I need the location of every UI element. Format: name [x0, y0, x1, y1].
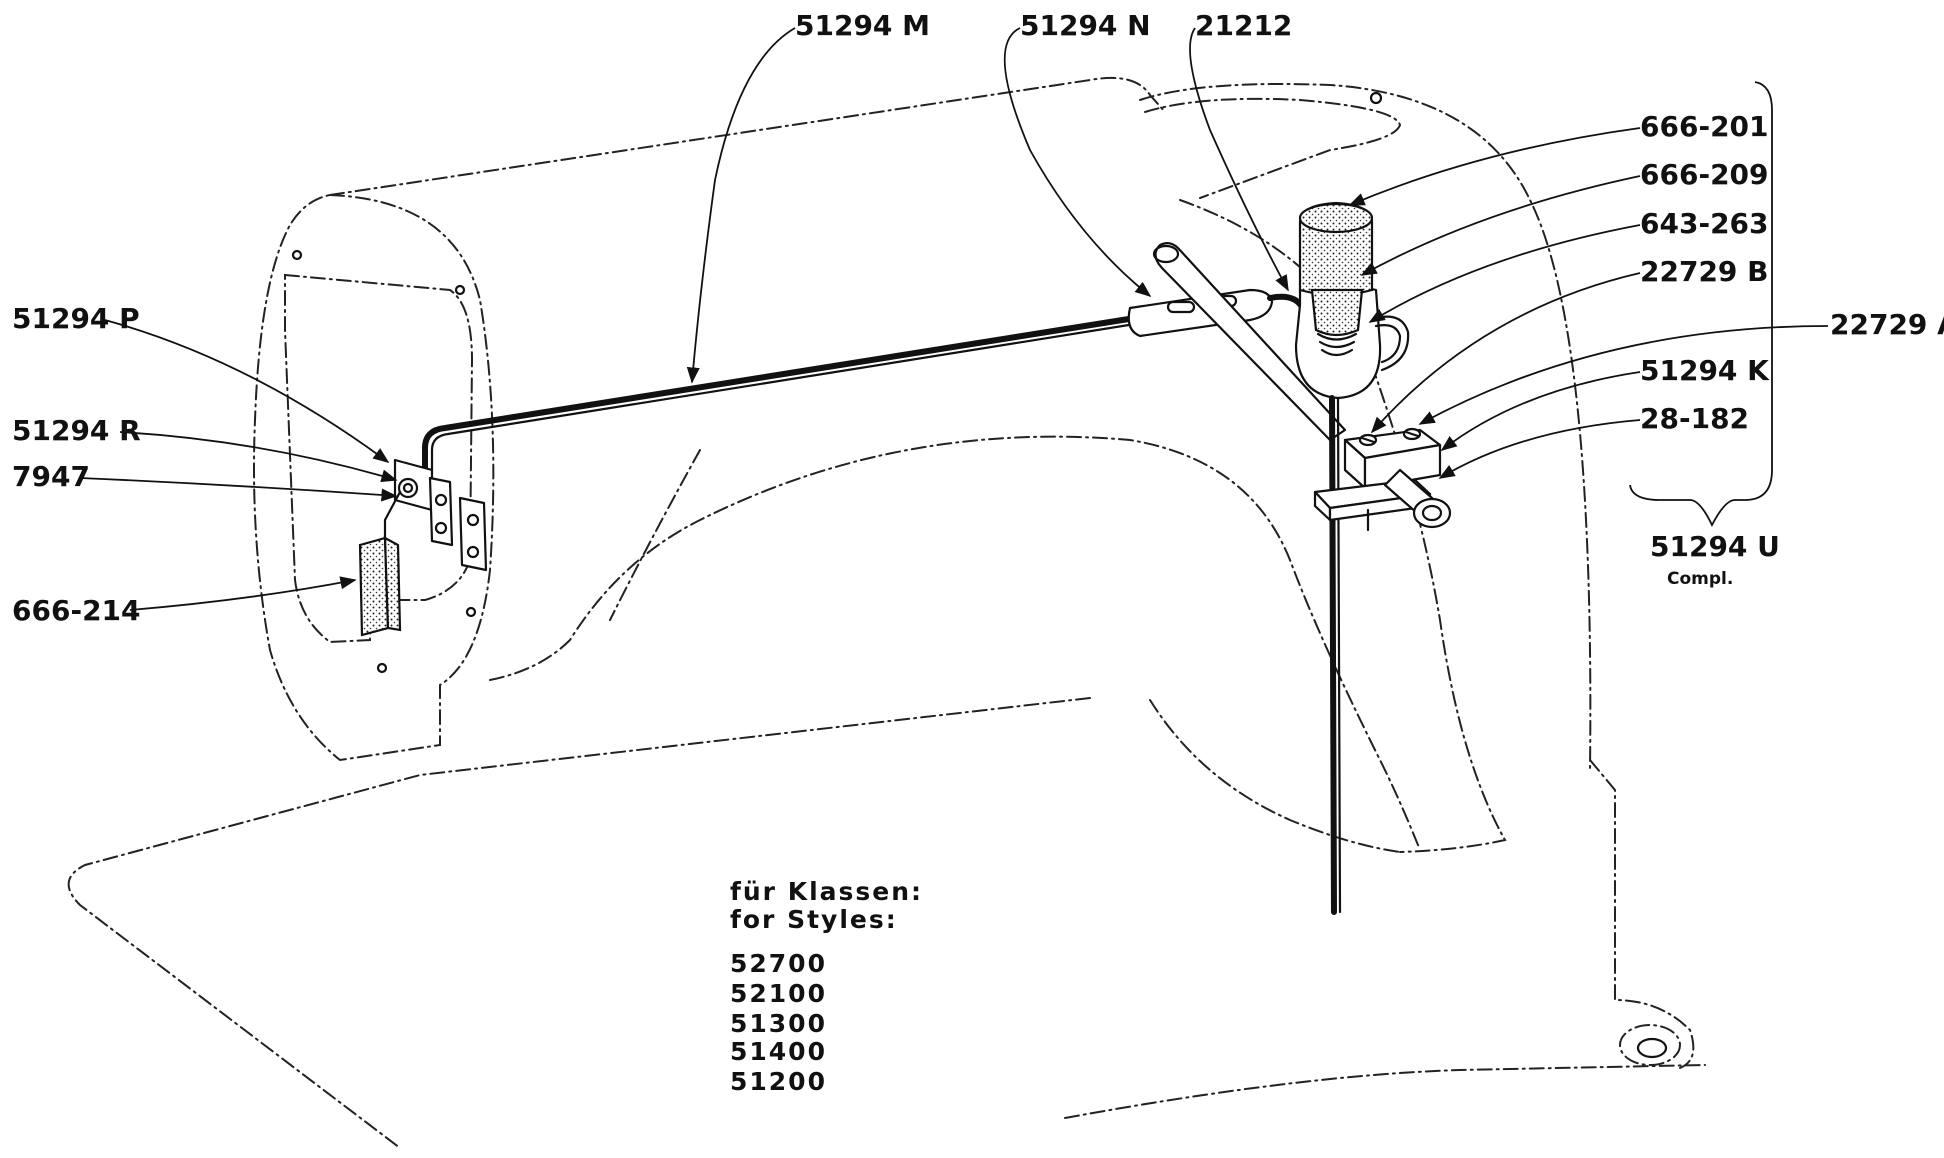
long-oil-tube: [422, 315, 1138, 473]
arm-underside-2: [609, 449, 701, 621]
faceplate-screw-2: [454, 284, 466, 296]
vertical-rod-edge: [1336, 396, 1342, 914]
label-51294N: 51294 N: [1020, 9, 1151, 42]
styles-heading-en: for Styles:: [730, 905, 898, 934]
leader-51294K: [1440, 371, 1641, 451]
label-28-182: 28-182: [1640, 402, 1749, 435]
vertical-rod: [1329, 395, 1337, 915]
pillar-outline: [1589, 759, 1695, 1069]
oil-cover-screw: [1369, 91, 1383, 105]
label-51294K: 51294 K: [1640, 354, 1770, 387]
label-51294M: 51294 M: [795, 9, 930, 42]
leader-22729B: [1370, 272, 1641, 434]
style-number: 51400: [730, 1037, 827, 1066]
second-plate-hole-1: [466, 513, 480, 527]
base-hole-inner: [1636, 1037, 1668, 1059]
guide-bar-end: [1152, 244, 1180, 264]
style-number: 52700: [730, 949, 827, 978]
second-plate: [458, 496, 488, 572]
leader-666-201: [1348, 127, 1641, 206]
head-faceplate-inner: [284, 273, 474, 644]
faceplate-screw-3: [465, 606, 477, 618]
faceplate-screw-4: [376, 662, 388, 674]
wick-spring: [1316, 332, 1358, 357]
sleeve-end: [1412, 497, 1452, 529]
styles-note: für Klassen: for Styles: 52700 52100 513…: [730, 877, 923, 1096]
base-hole: [1619, 1024, 1681, 1066]
left-bracket-plate: [428, 476, 454, 547]
arm-underside: [489, 435, 1421, 851]
oil-cup-handle: [1374, 315, 1410, 372]
label-assembly-number: 51294 U: [1650, 530, 1780, 563]
style-number: 51200: [730, 1067, 827, 1096]
leader-643-263: [1368, 224, 1641, 323]
felt-pad-side: [383, 536, 402, 632]
clamp-screw-b-slot: [1360, 436, 1376, 444]
arm-top-right-outline: [1139, 83, 1592, 771]
bracket-nut: [402, 482, 414, 494]
wick-felt-inner: [1310, 288, 1364, 337]
label-51294P: 51294 P: [12, 302, 140, 335]
style-number: 51300: [730, 1009, 827, 1038]
bed-plate-front-edge: [1064, 1064, 1706, 1119]
leader-51294R: [119, 431, 398, 483]
leader-51294M: [686, 27, 796, 384]
leader-666-214: [129, 576, 357, 611]
leader-28-182: [1438, 419, 1641, 479]
left-bracket-hole-2: [434, 521, 448, 535]
label-assembly-note: Compl.: [1667, 569, 1733, 589]
connector-slot-1: [1166, 300, 1196, 314]
label-666-209: 666-209: [1640, 158, 1769, 191]
head-faceplate-outline: [253, 193, 495, 762]
label-51294R: 51294 R: [12, 414, 141, 447]
label-643-263: 643-263: [1640, 207, 1769, 240]
wick-felt-top-cap: [1298, 202, 1374, 234]
arm-top-outline: [329, 76, 1166, 196]
wick-assembly: [358, 201, 1452, 915]
label-666-214: 666-214: [12, 594, 141, 627]
label-7947: 7947: [12, 460, 90, 493]
clamp-screw-a-slot: [1404, 430, 1420, 438]
oil-cover-outline: [1144, 97, 1402, 199]
bracket-bolt: [397, 477, 419, 499]
leader-7947: [79, 477, 398, 502]
part-labels: 51294 M 51294 N 21212 666-201 666-209 64…: [12, 9, 1944, 627]
leader-666-209: [1360, 175, 1641, 276]
left-bracket-hole-1: [434, 493, 448, 507]
leader-21212: [1189, 27, 1289, 292]
sleeve-end-inner: [1421, 504, 1443, 522]
second-plate-hole-2: [466, 545, 480, 559]
leader-22729A: [1418, 325, 1829, 425]
faceplate-screw-1: [291, 249, 303, 261]
long-oil-tube-highlight: [430, 322, 1137, 472]
leader-lines: [79, 27, 1829, 611]
bed-plate-outline: [67, 697, 1091, 1149]
label-666-201: 666-201: [1640, 110, 1769, 143]
leader-51294P: [104, 319, 390, 463]
arm-underside-3: [1149, 699, 1401, 853]
machine-outline: [67, 76, 1706, 1149]
label-22729A: 22729 A: [1830, 308, 1944, 341]
felt-pad: [358, 536, 390, 637]
assembly-brace: [1629, 81, 1773, 528]
label-22729B: 22729 B: [1640, 255, 1769, 288]
leader-51294N: [1003, 27, 1152, 298]
styles-heading-de: für Klassen:: [730, 877, 923, 906]
style-number: 52100: [730, 979, 827, 1008]
label-21212: 21212: [1195, 9, 1292, 42]
oil-cup-handle-inner: [1374, 324, 1402, 364]
